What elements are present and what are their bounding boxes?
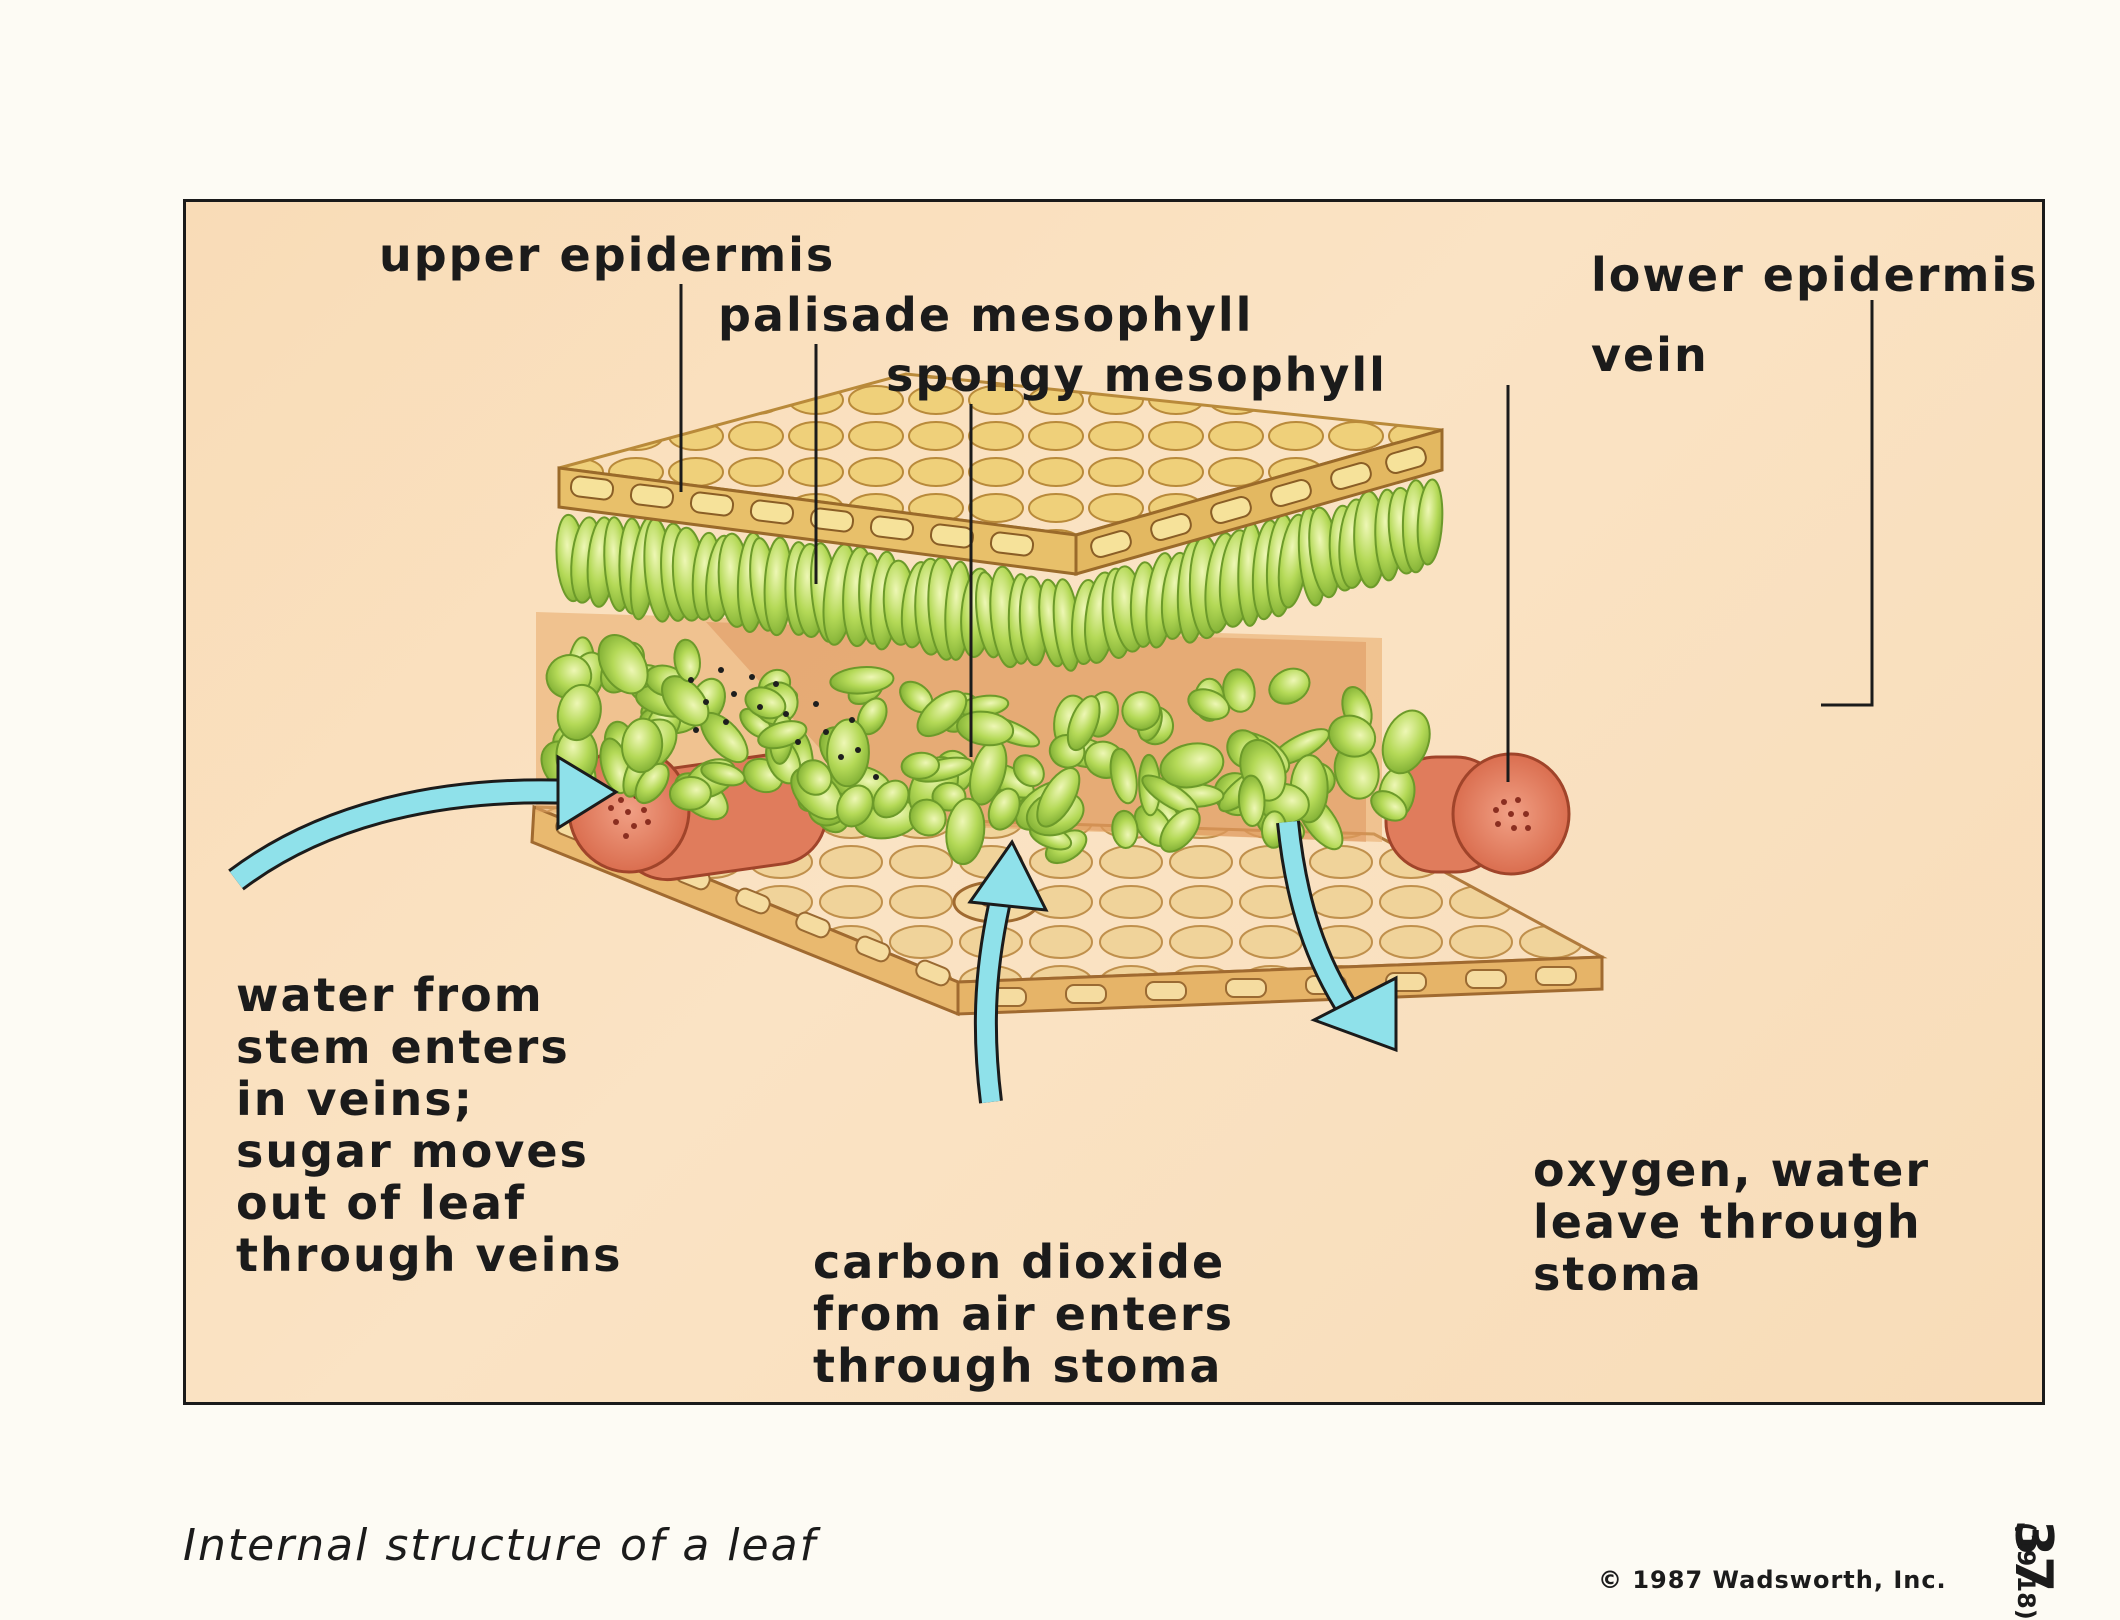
spongy-cell bbox=[661, 675, 710, 727]
annotation-line: water from bbox=[236, 968, 544, 1022]
spongy-cell bbox=[1012, 754, 1045, 788]
spongy-cell bbox=[597, 634, 649, 695]
spongy-cell bbox=[744, 686, 787, 720]
label-lower-epidermis: lower epidermis bbox=[1591, 248, 2039, 302]
arrow-carbon-dioxide-in bbox=[967, 839, 1049, 1104]
annotation-line: out of leaf bbox=[236, 1176, 527, 1230]
mesophyll-cells bbox=[540, 478, 1444, 866]
spongy-cell bbox=[1066, 695, 1101, 752]
label-vein: vein bbox=[1591, 328, 1709, 382]
annotation-water-sugar: water from stem enters in veins; sugar m… bbox=[236, 969, 623, 1281]
spongy-cell bbox=[900, 751, 940, 780]
annotation-carbon-dioxide: carbon dioxide from air enters through s… bbox=[813, 1236, 1234, 1392]
spongy-cell bbox=[1222, 668, 1256, 713]
spongy-cell bbox=[1159, 742, 1225, 789]
spongy-cell bbox=[556, 683, 602, 742]
annotation-line: stoma bbox=[1533, 1247, 1703, 1301]
spongy-cell bbox=[1159, 807, 1201, 853]
diagram-panel: upper epidermis palisade mesophyll spong… bbox=[183, 199, 2045, 1405]
spongy-cell bbox=[916, 690, 968, 738]
leader-lower-epidermis bbox=[1821, 300, 1874, 707]
spongy-cell bbox=[700, 761, 746, 787]
vein-right bbox=[1384, 752, 1571, 876]
spongy-cell bbox=[1036, 767, 1081, 828]
spongy-cell bbox=[836, 784, 874, 828]
figure-caption: Internal structure of a leaf bbox=[183, 1520, 818, 1571]
spongy-cell bbox=[987, 787, 1021, 831]
figure-reference: (19.18) bbox=[2012, 1522, 2040, 1620]
annotation-line: leave through bbox=[1533, 1195, 1922, 1249]
spongy-cell bbox=[1187, 688, 1231, 721]
leaf-cross-section-illustration bbox=[228, 284, 1874, 1104]
annotation-line: through stoma bbox=[813, 1339, 1223, 1393]
annotation-oxygen-water: oxygen, water leave through stoma bbox=[1533, 1144, 1930, 1300]
spongy-cell bbox=[1111, 809, 1139, 849]
leader-lines bbox=[679, 284, 1874, 782]
annotation-line: stem enters bbox=[236, 1020, 570, 1074]
spongy-cell bbox=[757, 720, 808, 750]
copyright-notice: © 1987 Wadsworth, Inc. bbox=[1598, 1566, 1947, 1594]
spongy-cell bbox=[634, 762, 670, 805]
label-spongy-mesophyll: spongy mesophyll bbox=[886, 348, 1387, 402]
annotation-line: from air enters bbox=[813, 1287, 1234, 1341]
annotation-line: carbon dioxide bbox=[813, 1235, 1226, 1289]
spongy-cell bbox=[826, 718, 870, 788]
spongy-cell bbox=[1381, 709, 1431, 775]
annotation-line: sugar moves bbox=[236, 1124, 589, 1178]
spongy-cell bbox=[908, 798, 947, 837]
chloroplasts bbox=[688, 667, 879, 780]
spongy-cell bbox=[1268, 667, 1311, 705]
spongy-cell bbox=[1237, 774, 1266, 827]
label-palisade-mesophyll: palisade mesophyll bbox=[718, 288, 1254, 342]
spongy-cell bbox=[872, 779, 910, 819]
spongy-cell bbox=[1109, 747, 1138, 805]
annotation-line: oxygen, water bbox=[1533, 1143, 1931, 1197]
spongy-cell bbox=[668, 775, 712, 811]
spongy-cell bbox=[796, 759, 833, 796]
spongy-cell bbox=[829, 666, 895, 695]
annotation-line: in veins; bbox=[236, 1072, 475, 1126]
annotation-line: through veins bbox=[236, 1228, 623, 1282]
spongy-cell bbox=[1327, 714, 1377, 758]
arrow-water-into-vein bbox=[228, 754, 619, 891]
spongy-cell bbox=[1370, 790, 1408, 822]
spongy-cell bbox=[945, 797, 986, 866]
spongy-cell bbox=[621, 717, 664, 774]
palisade-cell bbox=[1416, 478, 1444, 566]
spongy-cell bbox=[1121, 691, 1162, 731]
arrow-oxygen-water-out bbox=[1276, 820, 1398, 1053]
label-upper-epidermis: upper epidermis bbox=[379, 228, 836, 282]
